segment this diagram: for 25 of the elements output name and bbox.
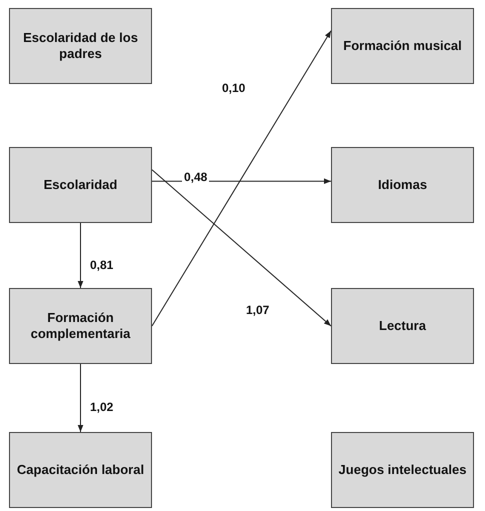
arrow <box>78 222 84 288</box>
edge-label: 0,81 <box>88 258 116 272</box>
box-label: Juegos intelectuales <box>338 462 468 478</box>
process-box <box>331 8 474 84</box>
box-label: Escolaridad de los padres <box>22 30 139 62</box>
edge-label: 1,02 <box>88 400 116 414</box>
process-box <box>9 8 152 84</box>
box-label: Escolaridad <box>42 176 118 194</box>
process-box <box>9 147 152 223</box>
edge-label: 0,48 <box>182 170 210 184</box>
process-box <box>331 432 474 508</box>
process-box <box>331 288 474 364</box>
process-box <box>9 432 152 508</box>
arrow <box>78 364 84 432</box>
box-label: Formación musical <box>342 38 463 54</box>
box-label: Formación complementaria <box>30 310 132 342</box>
process-box <box>331 147 474 223</box>
process-box <box>9 288 152 364</box>
edge-label: 1,07 <box>244 303 272 317</box>
arrow <box>152 169 332 326</box>
arrow <box>152 30 332 326</box>
box-label: Lectura <box>378 318 427 334</box>
box-label: Idiomas <box>376 176 428 194</box>
box-label: Capacitación laboral <box>16 462 146 478</box>
edge-label: 0,10 <box>220 81 248 95</box>
